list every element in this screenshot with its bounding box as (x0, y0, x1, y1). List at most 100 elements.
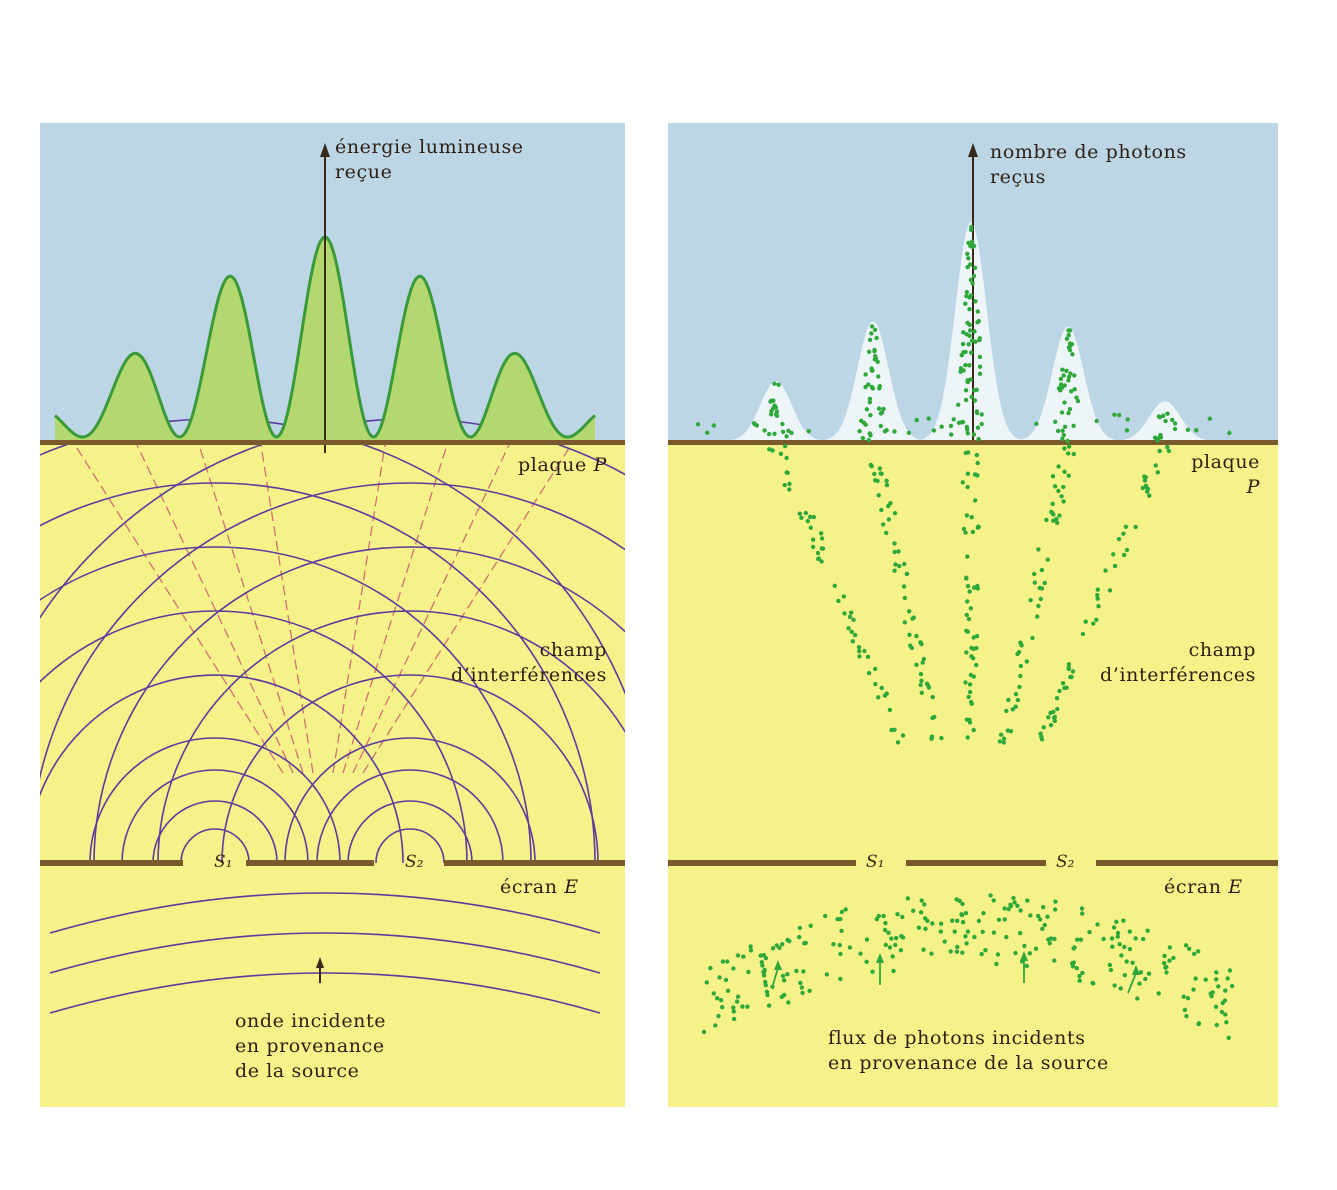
photon-dot (867, 396, 873, 401)
photon-dot (1040, 926, 1045, 932)
photon-dot (896, 549, 901, 554)
photon-dot (746, 969, 751, 975)
photon-dot (963, 397, 969, 403)
photon-dot (1027, 951, 1032, 956)
photon-dot (759, 960, 764, 965)
photon-dot (1107, 962, 1113, 968)
photon-dot (964, 628, 969, 633)
photon-dot (1183, 943, 1189, 948)
photon-dot (1070, 352, 1075, 357)
photon-dot (886, 930, 891, 935)
photon-dot (902, 620, 907, 625)
photon-dot (870, 368, 875, 373)
photon-dot (907, 609, 912, 614)
photon-dot (1018, 908, 1023, 913)
photon-dot (971, 646, 976, 652)
photon-dot (1050, 501, 1055, 506)
photon-dot (1066, 410, 1071, 416)
nodal-line (332, 444, 386, 774)
photon-dot (969, 338, 975, 343)
photon-dot (966, 694, 971, 700)
photon-dot (787, 487, 792, 492)
photon-dot (765, 992, 770, 998)
photon-dot (971, 243, 977, 249)
photon-dot (919, 678, 924, 683)
photon-dot (725, 959, 730, 964)
photon-dot (918, 640, 923, 645)
photon-dot (959, 912, 964, 917)
photon-dot (898, 948, 904, 953)
photon-dot (819, 559, 824, 564)
photon-dot (837, 942, 842, 948)
photon-dot (849, 610, 854, 615)
photon-dot (900, 914, 905, 920)
photon-dot (1042, 922, 1047, 928)
photon-dot (966, 616, 972, 622)
photon-dot (1122, 973, 1127, 978)
photon-dot (1138, 970, 1144, 975)
photon-dot (965, 320, 970, 326)
photon-dot (892, 568, 897, 573)
photon-dot (874, 335, 879, 341)
photon-dot (1054, 516, 1059, 522)
photon-dot (1095, 922, 1100, 927)
photon-dot (808, 923, 813, 928)
photon-dot (1028, 598, 1033, 603)
photon-dot (1069, 674, 1074, 680)
photon-dot (857, 649, 862, 654)
photon-dot (763, 983, 768, 988)
photon-dot (1111, 925, 1117, 930)
photon-dot (1123, 524, 1129, 529)
photon-dot (1170, 417, 1175, 423)
photon-dot (960, 920, 966, 925)
photon-dot (725, 988, 731, 993)
arrow-head-icon (1020, 951, 1028, 961)
photon-dot (1146, 971, 1152, 976)
photon-dot (964, 332, 969, 337)
photon-dot (1033, 946, 1039, 951)
photon-dot (731, 1005, 736, 1010)
photon-dot (1002, 906, 1007, 911)
photon-dot (977, 364, 983, 369)
photon-dot (1039, 734, 1044, 739)
photon-dot (1226, 1035, 1231, 1040)
photon-dot (979, 421, 984, 427)
photon-dot (720, 959, 726, 964)
photon-dot (1137, 981, 1142, 986)
photon-dot (965, 735, 970, 740)
photon-dot (1025, 898, 1030, 903)
wave-front-arc (375, 828, 445, 864)
photon-dot (847, 614, 853, 620)
photon-dot (820, 546, 826, 551)
photon-dot (1156, 991, 1161, 996)
photon-dot (965, 251, 970, 256)
photon-dot (1171, 955, 1176, 961)
photon-dot (797, 934, 802, 940)
wave-front-arc (316, 769, 504, 864)
photon-dot (961, 526, 967, 532)
photon-dot (1047, 941, 1052, 946)
photon-dot (977, 371, 983, 376)
photon-dot (971, 273, 977, 279)
photon-dot (965, 554, 970, 559)
axis-label-photons: nombre de photons reçus (990, 141, 1187, 188)
photon-dot (1108, 967, 1114, 973)
photon-dot (884, 428, 889, 433)
photon-dot (971, 388, 977, 393)
photon-dot (1111, 552, 1116, 557)
photon-dot (960, 480, 965, 485)
photon-dot (873, 478, 878, 483)
photon-dot (963, 349, 968, 355)
photon-dot (1070, 669, 1076, 674)
photon-dot (1055, 428, 1061, 434)
photon-dot (1019, 643, 1024, 648)
photon-dot (948, 949, 953, 954)
photon-dot (1001, 740, 1006, 745)
photon-dot (1061, 373, 1066, 378)
photon-dot (1062, 424, 1068, 429)
photon-dot (970, 656, 976, 661)
photon-dot (1203, 977, 1208, 982)
photon-dot (1018, 663, 1023, 669)
photon-dot (1038, 596, 1043, 602)
photon-dot (1050, 474, 1056, 479)
